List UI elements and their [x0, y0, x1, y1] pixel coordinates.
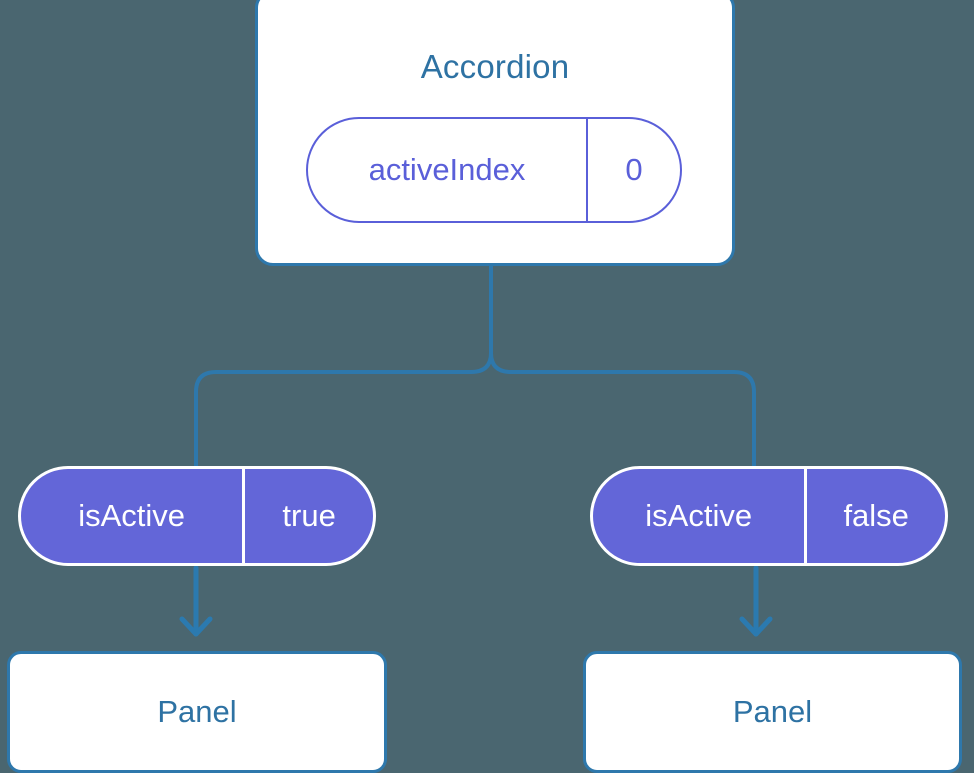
- connector-right-branch: [489, 264, 756, 468]
- state-pill-key: activeIndex: [368, 152, 526, 187]
- prop-pill-is-active-true[interactable]: isActive true: [18, 466, 376, 566]
- accordion-title: Accordion: [420, 48, 570, 85]
- prop-pill-value: false: [804, 469, 945, 563]
- prop-pill-key: isActive: [645, 498, 753, 533]
- panel-label: Panel: [157, 694, 237, 729]
- state-pill-value: 0: [586, 119, 680, 221]
- panel-label: Panel: [732, 694, 813, 729]
- panel-node-left[interactable]: Panel: [7, 651, 387, 773]
- connector-left-branch: [194, 264, 493, 468]
- arrow-down-left-icon: [179, 565, 213, 637]
- panel-node-right[interactable]: Panel: [583, 651, 962, 773]
- arrow-down-right-icon: [739, 565, 773, 637]
- prop-pill-is-active-false[interactable]: isActive false: [590, 466, 948, 566]
- prop-pill-key: isActive: [78, 498, 185, 533]
- state-pill-active-index[interactable]: activeIndex 0: [306, 117, 682, 223]
- prop-pill-value: true: [242, 469, 373, 563]
